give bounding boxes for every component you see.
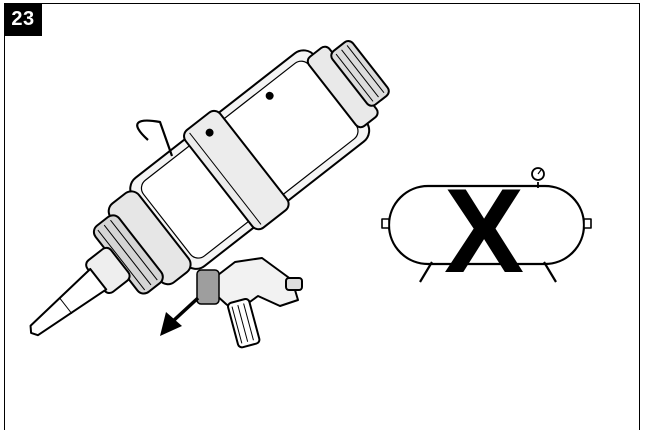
air-compressor-icon xyxy=(381,167,592,283)
arrow-down-left-icon xyxy=(160,296,200,336)
prohibition-x-mark: X xyxy=(444,164,524,298)
figure-frame xyxy=(4,3,640,430)
step-number-badge: 23 xyxy=(4,3,42,36)
cartridge-gun-icon xyxy=(29,40,390,349)
